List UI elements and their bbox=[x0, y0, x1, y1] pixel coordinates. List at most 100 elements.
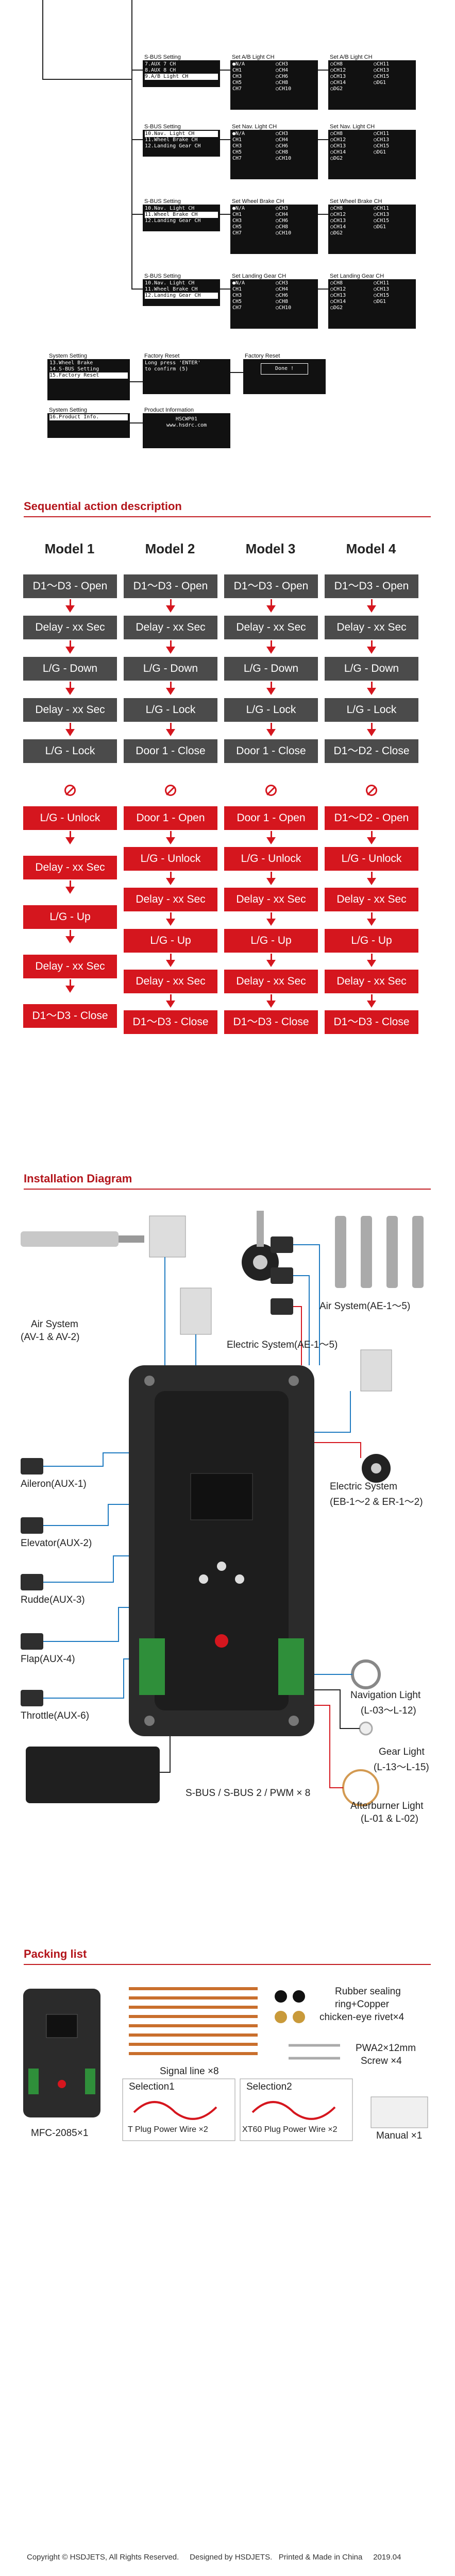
channel-option[interactable]: ○CH4 bbox=[276, 286, 289, 292]
channel-option[interactable]: ○CH10 bbox=[276, 305, 292, 311]
channel-option[interactable] bbox=[374, 230, 414, 236]
menu-line[interactable]: 10.Nav. Light CH bbox=[145, 280, 195, 286]
channel-option[interactable]: ○CH6 bbox=[276, 143, 289, 149]
menu-line[interactable]: 12.Landing Gear CH bbox=[145, 143, 201, 149]
channel-option[interactable]: ○CH11 bbox=[374, 206, 390, 211]
channel-option[interactable]: ○CH11 bbox=[374, 61, 390, 67]
channel-option[interactable]: ○CH10 bbox=[276, 156, 292, 161]
channel-option[interactable]: ○CH4 bbox=[276, 137, 289, 143]
menu-line[interactable]: 12.Landing Gear CH bbox=[145, 293, 218, 299]
channel-option[interactable]: ○CH10 bbox=[276, 230, 292, 236]
channel-option[interactable]: ○CH13 bbox=[374, 286, 390, 292]
channel-option[interactable]: ○CH8 bbox=[330, 206, 343, 211]
menu-line[interactable]: 10.Nav. Light CH bbox=[145, 131, 218, 137]
channel-option[interactable]: ○CH12 bbox=[330, 137, 346, 143]
channel-option[interactable]: ○CH6 bbox=[276, 293, 289, 298]
channel-option[interactable]: ○CH3 bbox=[276, 61, 289, 67]
channel-option[interactable]: ○CH4 bbox=[276, 67, 289, 73]
channel-option[interactable]: ○CH11 bbox=[374, 280, 390, 286]
menu-line[interactable]: 8.AUX 8 CH bbox=[145, 67, 176, 73]
channel-option[interactable]: CH7 bbox=[232, 305, 242, 311]
channel-option[interactable]: ○CH10 bbox=[276, 86, 292, 92]
panel-title: Set A/B Light CH bbox=[328, 54, 416, 60]
channel-option[interactable]: ○CH3 bbox=[276, 131, 289, 137]
channel-option[interactable]: ○CH8 bbox=[276, 80, 289, 86]
arrow-stem bbox=[271, 994, 272, 1002]
channel-option[interactable]: ○CH12 bbox=[330, 67, 346, 73]
servo-throttle bbox=[21, 1690, 43, 1706]
channel-option[interactable]: ○CH8 bbox=[276, 224, 289, 230]
channel-option[interactable]: ○CH13 bbox=[374, 212, 390, 217]
channel-option[interactable]: ○CH11 bbox=[374, 131, 390, 137]
menu-line[interactable]: 14.S-BUS Setting bbox=[49, 366, 99, 372]
channel-option[interactable]: ○CH8 bbox=[330, 61, 343, 67]
channel-option[interactable]: CH7 bbox=[232, 230, 242, 236]
channel-option[interactable] bbox=[374, 156, 414, 162]
channel-option[interactable]: CH1 bbox=[232, 137, 242, 143]
channel-option[interactable]: ○CH8 bbox=[330, 280, 343, 286]
channel-option[interactable]: CH3 bbox=[232, 74, 242, 79]
channel-option[interactable]: ○CH3 bbox=[276, 206, 289, 211]
channel-option[interactable]: ●N/A bbox=[232, 61, 245, 67]
channel-option[interactable]: CH1 bbox=[232, 67, 242, 73]
channel-option[interactable]: ○DG1 bbox=[374, 149, 386, 155]
menu-line[interactable]: 7.AUX 7 CH bbox=[145, 61, 176, 67]
channel-option[interactable]: ○CH8 bbox=[276, 149, 289, 155]
channel-option[interactable]: ○DG2 bbox=[330, 305, 343, 311]
channel-option[interactable]: ○CH15 bbox=[374, 218, 390, 224]
channel-option[interactable]: ○DG1 bbox=[374, 299, 386, 304]
channel-option[interactable]: ○CH14 bbox=[330, 80, 346, 86]
channel-option[interactable]: ○CH13 bbox=[330, 293, 346, 298]
menu-line-selected[interactable]: 16.Product Info. bbox=[49, 414, 128, 420]
done-dialog[interactable]: Done ! bbox=[261, 363, 308, 375]
channel-option[interactable]: CH5 bbox=[232, 299, 242, 304]
channel-option[interactable]: CH3 bbox=[232, 293, 242, 298]
channel-option[interactable]: ○CH4 bbox=[276, 212, 289, 217]
channel-option[interactable]: ○DG2 bbox=[330, 230, 343, 236]
channel-option[interactable]: ○CH13 bbox=[330, 74, 346, 79]
channel-option[interactable]: CH7 bbox=[232, 156, 242, 161]
channel-option[interactable]: ○CH14 bbox=[330, 224, 346, 230]
channel-option[interactable]: CH7 bbox=[232, 86, 242, 92]
menu-line[interactable]: 10.Nav. Light CH bbox=[145, 206, 195, 211]
channel-option[interactable]: ○CH15 bbox=[374, 293, 390, 298]
channel-option[interactable]: ○CH13 bbox=[374, 137, 390, 143]
channel-option[interactable]: ○DG1 bbox=[374, 80, 386, 86]
channel-option[interactable]: ○CH14 bbox=[330, 149, 346, 155]
menu-line[interactable]: 9.A/B Light CH bbox=[145, 74, 218, 80]
channel-option[interactable]: ●N/A bbox=[232, 206, 245, 211]
channel-option[interactable]: ○CH15 bbox=[374, 74, 390, 79]
channel-option[interactable]: ●N/A bbox=[232, 280, 245, 286]
channel-option[interactable]: ○CH13 bbox=[330, 218, 346, 224]
channel-option[interactable]: ○CH15 bbox=[374, 143, 390, 149]
channel-option[interactable]: CH3 bbox=[232, 218, 242, 224]
menu-line[interactable]: 11.Wheel Brake CH bbox=[145, 286, 198, 292]
channel-option[interactable]: CH5 bbox=[232, 149, 242, 155]
channel-option[interactable]: ○CH13 bbox=[374, 67, 390, 73]
channel-option[interactable]: ○DG1 bbox=[374, 224, 386, 230]
channel-option[interactable]: ●N/A bbox=[232, 131, 245, 137]
channel-option[interactable]: CH5 bbox=[232, 224, 242, 230]
channel-option[interactable]: ○CH14 bbox=[330, 299, 346, 304]
channel-option[interactable]: ○CH12 bbox=[330, 286, 346, 292]
channel-option[interactable]: ○CH8 bbox=[276, 299, 289, 304]
channel-option[interactable]: ○CH6 bbox=[276, 74, 289, 79]
channel-option[interactable]: ○CH8 bbox=[330, 131, 343, 137]
channel-option[interactable]: CH1 bbox=[232, 212, 242, 217]
menu-line[interactable]: 11.Wheel Brake CH bbox=[145, 212, 218, 218]
channel-option[interactable]: ○DG2 bbox=[330, 156, 343, 161]
menu-line[interactable]: 13.Wheel Brake bbox=[49, 360, 93, 366]
channel-option[interactable]: ○DG2 bbox=[330, 86, 343, 92]
channel-option[interactable]: ○CH13 bbox=[330, 143, 346, 149]
channel-option[interactable]: ○CH12 bbox=[330, 212, 346, 217]
menu-line[interactable]: 11.Wheel Brake CH bbox=[145, 137, 198, 143]
channel-option[interactable]: CH5 bbox=[232, 80, 242, 86]
channel-option[interactable]: ○CH3 bbox=[276, 280, 289, 286]
menu-line[interactable]: 12.Landing Gear CH bbox=[145, 218, 201, 224]
channel-option[interactable]: CH3 bbox=[232, 143, 242, 149]
channel-option[interactable]: CH1 bbox=[232, 286, 242, 292]
channel-option[interactable] bbox=[374, 86, 414, 92]
menu-line-selected[interactable]: 15.Factory Reset bbox=[49, 372, 128, 379]
channel-option[interactable]: ○CH6 bbox=[276, 218, 289, 224]
channel-option[interactable] bbox=[374, 305, 414, 311]
